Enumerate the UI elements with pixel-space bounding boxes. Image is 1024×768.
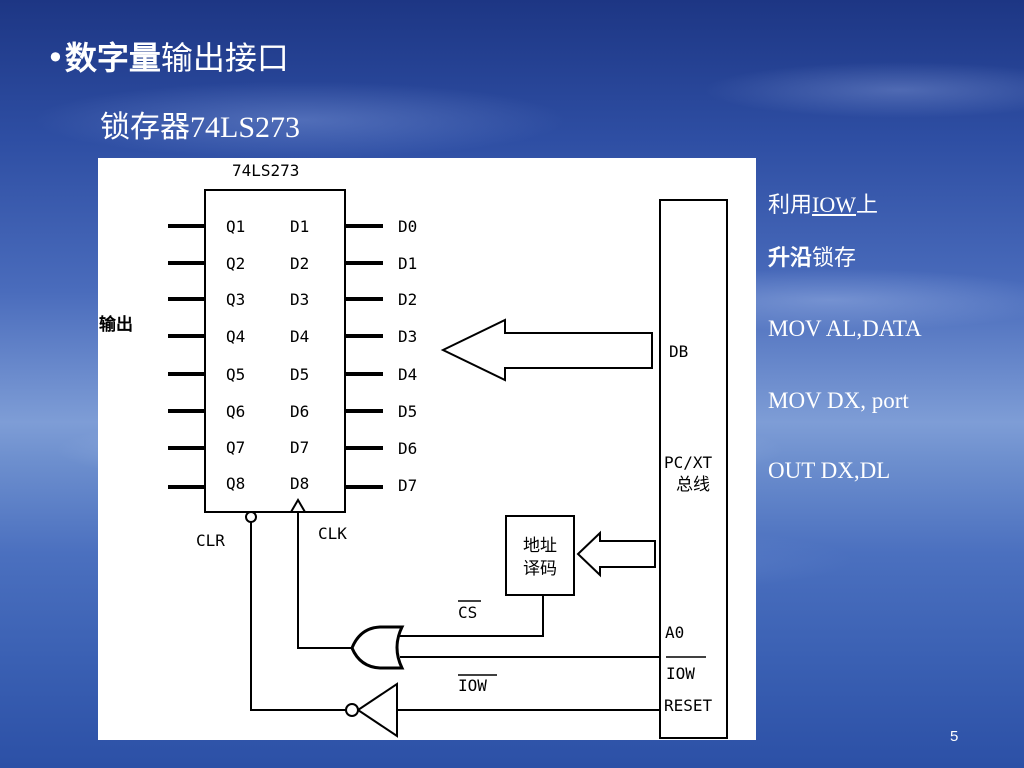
- data-bit-label: D3: [398, 327, 417, 346]
- pin-row: Q5 D5 D4: [168, 365, 417, 384]
- pin-row: Q8 D8 D7: [168, 474, 417, 495]
- pin-row: Q3 D3 D2: [168, 290, 417, 309]
- q-pin-label: Q3: [226, 290, 245, 309]
- inverter-bubble: [345, 703, 359, 717]
- clk-wire: [297, 512, 354, 649]
- data-bit-label: D5: [398, 402, 417, 421]
- bus-name-line: PC/XT: [664, 453, 713, 472]
- data-bit-label: D1: [398, 254, 417, 273]
- q-pin-label: Q2: [226, 254, 245, 273]
- data-bus-arrow: [440, 318, 653, 382]
- data-bit-label: D2: [398, 290, 417, 309]
- reset-inverter: [356, 682, 398, 738]
- cs-wire: [400, 595, 544, 637]
- note-line-1: 利用IOW上: [768, 190, 878, 221]
- clk-label: CLK: [318, 524, 347, 543]
- data-bit-label: D7: [398, 476, 417, 495]
- code-line: MOV AL,DATA: [768, 316, 922, 341]
- note-signal: IOW: [812, 192, 856, 217]
- subtitle-cjk-text: 锁存器: [100, 110, 190, 145]
- note-text: 利用: [768, 193, 813, 218]
- bus-reset-label: RESET: [664, 696, 713, 715]
- data-bit-label: D4: [398, 365, 417, 384]
- or-gate: [350, 625, 405, 670]
- code-line: MOV DX, port: [768, 388, 909, 413]
- q-pin-label: Q5: [226, 365, 245, 384]
- bus-iow-label: IOW: [666, 664, 695, 683]
- q-pin-label: Q7: [226, 438, 245, 457]
- d-pin-label: D3: [290, 290, 309, 309]
- bus-db-label: DB: [669, 342, 688, 361]
- data-bit-label: D0: [398, 217, 417, 236]
- note-line-2: 升沿锁存: [768, 244, 856, 274]
- cs-label: CS: [458, 603, 477, 622]
- title-bullet: •: [46, 39, 65, 77]
- decoder-label-line: 译码: [523, 559, 557, 579]
- bus-a0-label: A0: [665, 623, 684, 642]
- subtitle-part-number: 74LS273: [190, 111, 301, 144]
- clr-label: CLR: [196, 531, 225, 550]
- q-pin-label: Q8: [226, 474, 245, 493]
- pin-row: Q6 D6 D5: [168, 402, 417, 421]
- d-pin-label: D5: [290, 365, 309, 384]
- iow-label: IOW: [458, 676, 487, 695]
- address-decoder: [505, 515, 575, 596]
- d-pin-label: D2: [290, 254, 309, 273]
- chip-name: 74LS273: [232, 161, 299, 180]
- note-text: 上: [856, 193, 879, 218]
- slide-subtitle: 锁存器74LS273: [100, 108, 300, 148]
- decoder-label-line: 地址: [523, 536, 557, 556]
- chip-body: [204, 189, 346, 513]
- code-line: OUT DX,DL: [768, 458, 891, 483]
- d-pin-label: D1: [290, 217, 309, 236]
- address-arrow: [576, 530, 656, 578]
- pin-row: Q4 D4 D3: [168, 327, 417, 346]
- note-text-bold: 升沿: [768, 246, 813, 271]
- d-pin-label: D7: [290, 438, 309, 457]
- title-rest-text: 输出接口: [160, 39, 289, 77]
- slide-title: •数字量输出接口: [46, 38, 289, 78]
- pin-row: Q1 D1 D0: [168, 217, 417, 236]
- q-pin-label: Q6: [226, 402, 245, 421]
- pin-row: Q7 D7 D6: [168, 438, 417, 458]
- d-pin-label: D4: [290, 327, 309, 346]
- note-text: 锁存: [812, 246, 857, 271]
- diagram-panel: [98, 158, 756, 740]
- q-pin-label: Q4: [226, 327, 245, 346]
- outputs-label: 输出: [99, 314, 133, 335]
- clr-wire: [250, 522, 346, 711]
- d-pin-label: D6: [290, 402, 309, 421]
- data-bit-label: D6: [398, 439, 417, 458]
- q-pin-label: Q1: [226, 217, 245, 236]
- bus-name-line: 总线: [676, 475, 710, 495]
- title-bold-text: 数字量: [64, 39, 161, 77]
- pc-xt-bus: [659, 199, 728, 739]
- clk-notch: [290, 498, 306, 513]
- page-number: 5: [950, 728, 959, 745]
- d-pin-label: D8: [290, 474, 309, 493]
- pin-row: Q2 D2 D1: [168, 254, 417, 273]
- clr-bubble: [245, 511, 257, 523]
